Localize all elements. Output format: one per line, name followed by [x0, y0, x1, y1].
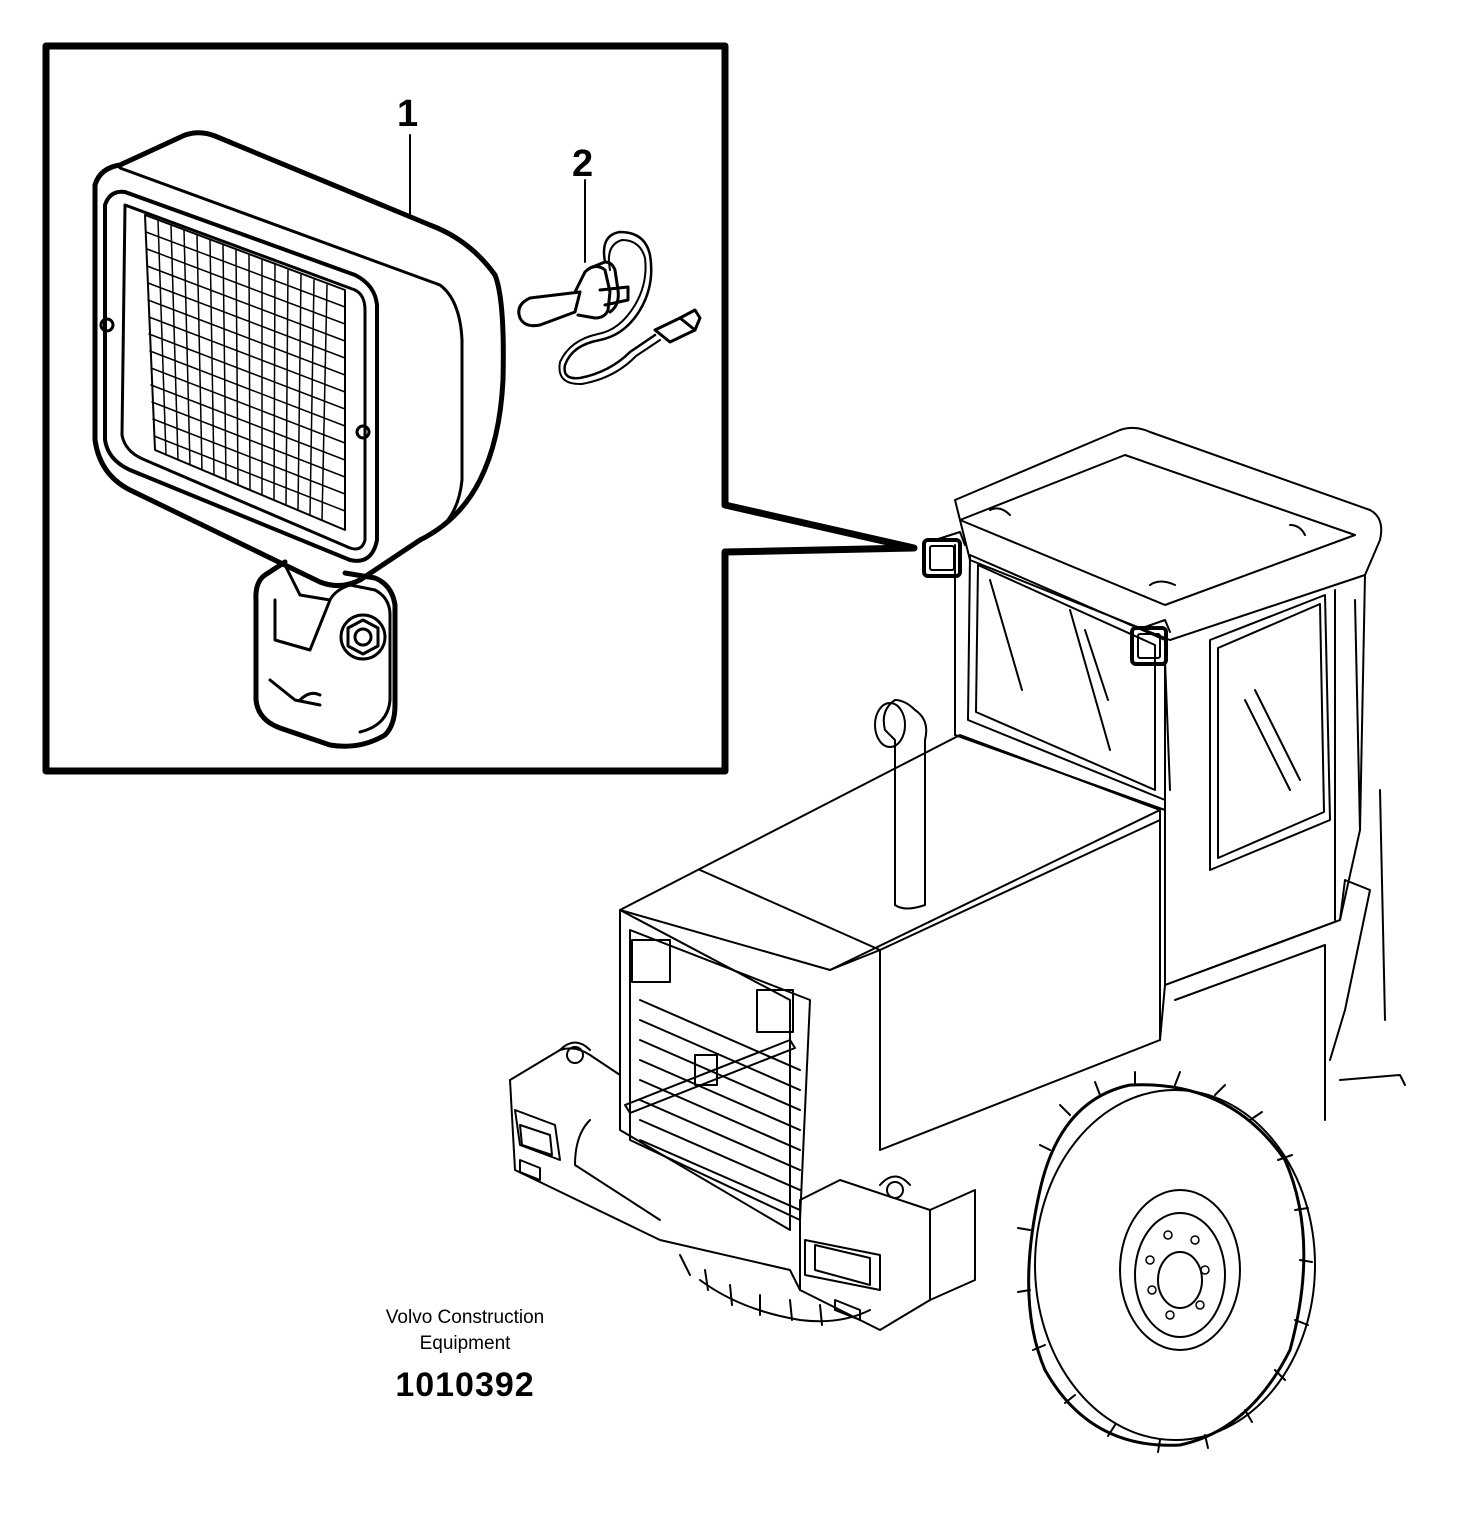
callout-2-label: 2 — [572, 143, 594, 185]
wheel-loader — [509, 426, 1406, 1453]
callout-1-label: 1 — [397, 93, 419, 135]
figure-number: 1010392 — [395, 1366, 535, 1404]
caption-company-line1: Volvo Construction — [385, 1307, 545, 1328]
detail-inset-frame — [42, 42, 918, 775]
caption-company-line2: Equipment — [419, 1333, 511, 1354]
halogen-bulb — [517, 230, 702, 386]
work-lamp — [92, 130, 506, 749]
